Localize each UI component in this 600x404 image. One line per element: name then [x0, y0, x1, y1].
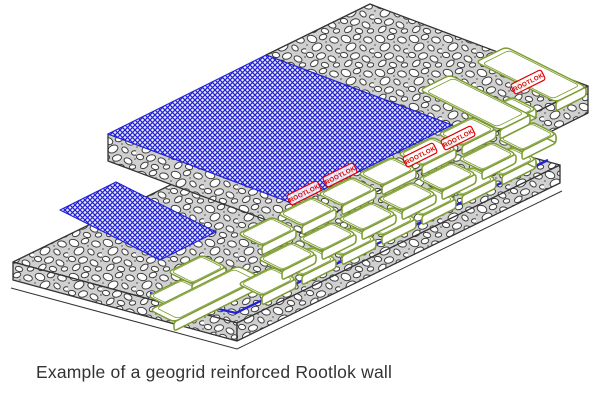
rootlok-bag-face — [419, 162, 475, 191]
rootlok-bag-face — [484, 50, 578, 99]
rootlok-bag-face — [421, 75, 529, 130]
rootlok-bag-face — [462, 144, 512, 169]
rootlok-bag-face — [242, 269, 292, 294]
stamp-border — [286, 180, 322, 206]
ground-edge-line — [10, 190, 563, 350]
rootlok-bag-face — [279, 197, 335, 226]
rootlok-bag-face — [319, 177, 375, 206]
rootlok-bag-face — [342, 204, 392, 229]
lower-geogrid-sheet — [59, 181, 217, 261]
rootlok-bag-face — [172, 257, 222, 282]
rootlok-bag-face — [442, 119, 492, 144]
stamp-border — [402, 142, 438, 168]
rootlok-bag-face — [422, 164, 472, 189]
rootlok-bag-face — [302, 224, 352, 249]
rootlok-bag-face — [239, 267, 295, 296]
rootlok-bag-face — [382, 184, 432, 209]
rootlok-bag-face — [379, 182, 435, 211]
rootlok-bag-face — [362, 159, 412, 184]
rootlok-bag-face — [239, 217, 295, 246]
rootlok-bag-face — [359, 157, 415, 186]
rootlok-bag-face — [322, 179, 372, 204]
upper-geogrid-sheet — [107, 54, 453, 205]
rootlok-bag-face — [428, 78, 522, 127]
stamp-border — [510, 69, 546, 95]
rootlok-bag-face — [282, 199, 332, 224]
rootlok-bag-face — [262, 244, 312, 269]
rootlok-bag-face — [242, 219, 292, 244]
rootlok-bag-face — [299, 222, 355, 251]
rootlok-bag-face — [339, 202, 395, 231]
stamp-border — [440, 125, 476, 151]
rootlok-bag-face — [459, 142, 515, 171]
stamp-border — [322, 162, 358, 188]
rootlok-bag-face — [169, 255, 225, 284]
foundation-front-face — [236, 164, 561, 342]
figure-caption: Example of a geogrid reinforced Rootlok … — [36, 362, 393, 382]
rootlok-bag-face — [259, 242, 315, 271]
